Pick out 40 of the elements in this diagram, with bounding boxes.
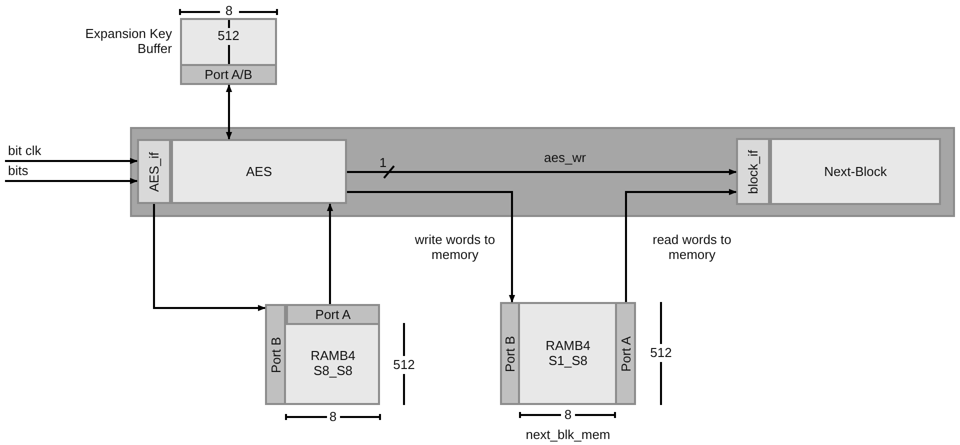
depth-label: 512: [216, 28, 240, 43]
arrow: [326, 203, 334, 304]
bus-width-label: 1: [378, 155, 388, 170]
memory-name: next_blk_mem: [524, 427, 612, 442]
interface-box: [736, 138, 770, 205]
port-label: Port B: [502, 335, 518, 372]
port-box: [286, 304, 380, 325]
dimension-label: 8: [328, 409, 338, 424]
dimension-label: 512: [649, 345, 673, 360]
memory-block: [265, 304, 380, 405]
interface-box: [137, 139, 171, 204]
arrow: [5, 178, 138, 184]
edge-label: write words to memory: [412, 232, 498, 262]
port-label: Port A/B: [204, 67, 254, 82]
block-title: Expansion Key Buffer: [84, 26, 172, 56]
port-label: Port A: [618, 336, 633, 372]
arrow: [347, 168, 737, 176]
port-box: [615, 302, 636, 405]
port-label: Port B: [268, 336, 283, 373]
interface-label: block_if: [746, 149, 760, 194]
module-band: [130, 127, 955, 217]
dimension-label: 8: [563, 407, 573, 422]
arrow: [153, 204, 266, 312]
arrow: [226, 84, 232, 140]
port-box: [265, 304, 286, 405]
dimension-label: 512: [392, 357, 416, 372]
memory-label: RAMB4 S1_S8: [544, 338, 592, 368]
port-box: [180, 64, 277, 85]
arrow: [347, 191, 516, 303]
arrow: [625, 188, 737, 302]
port-box: [500, 302, 520, 405]
module-label: AES: [244, 164, 273, 179]
arrow: [5, 158, 138, 164]
module-box: [171, 139, 347, 204]
module-box: [770, 138, 941, 205]
port-label: Port A: [314, 307, 352, 322]
dimension-label: 8: [224, 3, 234, 18]
module-label: Next-Block: [823, 164, 888, 179]
interface-label: AES_if: [146, 152, 162, 192]
memory-label: RAMB4 S8_S8: [310, 348, 356, 378]
